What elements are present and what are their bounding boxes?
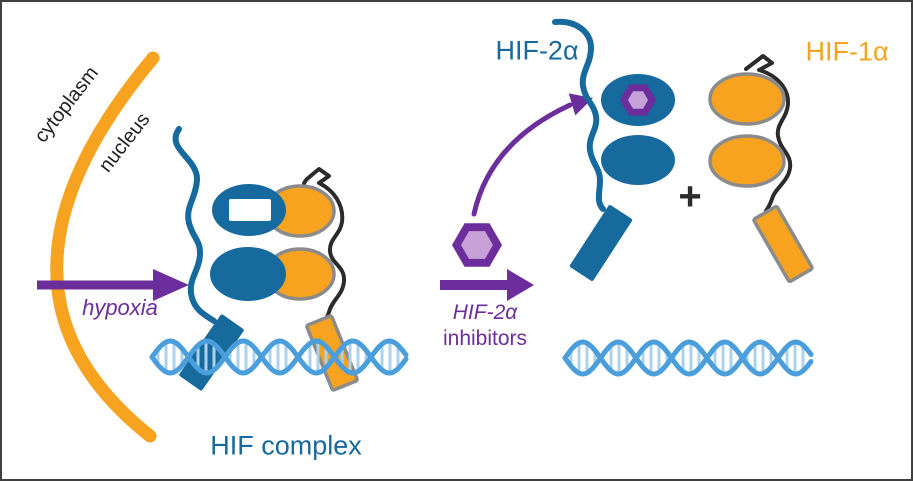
inhibitor-group [440, 93, 593, 301]
hif2a-inhibitors-label: HIF-2α inhibitors [443, 300, 527, 352]
hif2a-inhibitors-label-line1: HIF-2α [452, 301, 518, 324]
dna-helix-left [149, 338, 409, 376]
inhibitor-hexagon-core [461, 231, 493, 259]
hif2a-protein [552, 18, 675, 281]
blue-oval-bottom [210, 247, 286, 301]
dna-helix-right [562, 339, 814, 377]
blue-dna-binding-rect [179, 314, 244, 391]
black-tail-squiggle [301, 167, 346, 327]
hif2a-inhibitors-label-line2: inhibitors [442, 327, 528, 350]
hif1a-oval-bottom [708, 134, 786, 188]
nuclear-membrane-arc [50, 51, 160, 443]
hif2a-free-rect [569, 205, 633, 281]
hypoxia-arrow [37, 269, 189, 301]
bound-inhibitor-hexagon-core [628, 91, 648, 109]
hif1a-protein [708, 54, 814, 283]
hif2a-oval-bottom [601, 135, 675, 185]
hif1a-tail-squiggle [744, 54, 793, 213]
blue-tail-squiggle [172, 126, 217, 324]
hif1a-oval-top [708, 72, 786, 126]
hypoxia-label: hypoxia [82, 295, 158, 320]
inhibitor-treatment-arrow [440, 269, 534, 301]
hif1a-free-rect [752, 205, 814, 283]
hif2a-tail-squiggle [552, 18, 606, 212]
hif2a-label: HIF-2α [495, 35, 579, 66]
plus-sign: + [678, 174, 702, 219]
hif1a-label: HIF-1α [805, 36, 889, 67]
hif-complex-label: HIF complex [210, 430, 362, 461]
white-pocket-box [229, 199, 271, 221]
hif-complex-graphic [149, 126, 409, 392]
binding-arrow-curve [471, 102, 573, 217]
